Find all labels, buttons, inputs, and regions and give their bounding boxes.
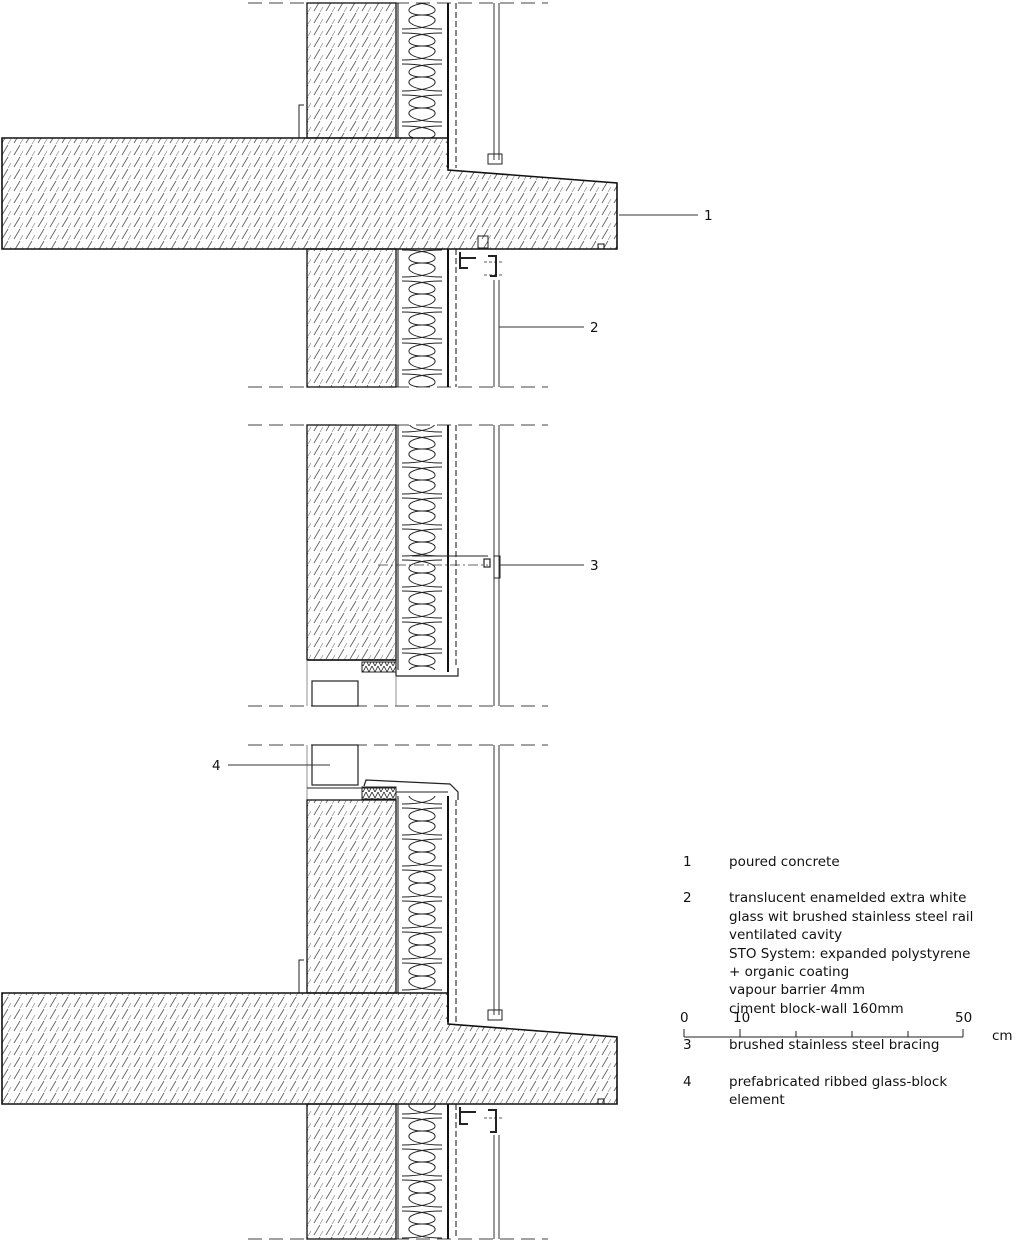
block-wall-lower xyxy=(306,248,397,388)
scale-bar xyxy=(683,1029,964,1038)
legend-item-4: 4 prefabricated ribbed glass-block eleme… xyxy=(683,1073,1013,1110)
legend-line: ventilated cavity xyxy=(729,927,843,944)
block-wall-bottom-upper xyxy=(306,799,397,994)
scale-label-0: 0 xyxy=(680,1010,689,1026)
legend-item-2: 2 translucent enamelded extra white glas… xyxy=(683,889,1013,1018)
insulation-bottom-upper xyxy=(398,796,446,993)
bottom-section: 4 xyxy=(1,744,618,1240)
glass-block-element-upper xyxy=(311,680,359,707)
scale-label-10: 10 xyxy=(733,1010,751,1026)
legend-number: 2 xyxy=(683,890,692,907)
callout-4: 4 xyxy=(212,758,221,774)
scale-unit: cm xyxy=(992,1028,1013,1044)
legend-line: vapour barrier 4mm xyxy=(729,982,865,999)
block-wall-middle xyxy=(306,424,397,661)
legend-item-3: 3 brushed stainless steel bracing xyxy=(683,1036,1013,1054)
legend-line: element xyxy=(729,1092,785,1109)
legend-number: 4 xyxy=(683,1073,692,1090)
legend: 1 poured concrete 2 translucent enamelde… xyxy=(683,853,1013,1127)
legend-line: glass wit brushed stainless steel rail xyxy=(729,908,974,925)
legend-item-1: 1 poured concrete xyxy=(683,853,1013,871)
concrete-slab-upper xyxy=(1,137,618,250)
legend-line: + organic coating xyxy=(729,964,850,981)
insulation-lower xyxy=(398,249,446,387)
insulation-upper xyxy=(398,3,446,138)
concrete-slab-lower xyxy=(1,992,618,1105)
callout-2: 2 xyxy=(590,320,599,336)
callout-3: 3 xyxy=(590,558,599,574)
legend-number: 1 xyxy=(683,854,692,870)
block-wall-bottom-lower xyxy=(306,1103,397,1240)
legend-line: brushed stainless steel bracing xyxy=(729,1037,940,1054)
legend-line: STO System: expanded polystyrene xyxy=(729,945,971,962)
legend-line: poured concrete xyxy=(729,854,840,870)
legend-line: translucent enamelded extra white xyxy=(729,890,967,907)
callout-1: 1 xyxy=(704,208,713,224)
scale-label-50: 50 xyxy=(955,1010,973,1026)
legend-line: prefabricated ribbed glass-block xyxy=(729,1073,948,1090)
insulation-bottom-lower xyxy=(398,1104,446,1239)
middle-section: 3 xyxy=(248,424,599,707)
block-wall-upper xyxy=(306,2,397,139)
legend-line: ciment block-wall 160mm xyxy=(729,1000,904,1017)
top-section: 1 2 xyxy=(1,2,713,388)
legend-number: 3 xyxy=(683,1037,692,1054)
insulation-middle xyxy=(398,425,446,670)
